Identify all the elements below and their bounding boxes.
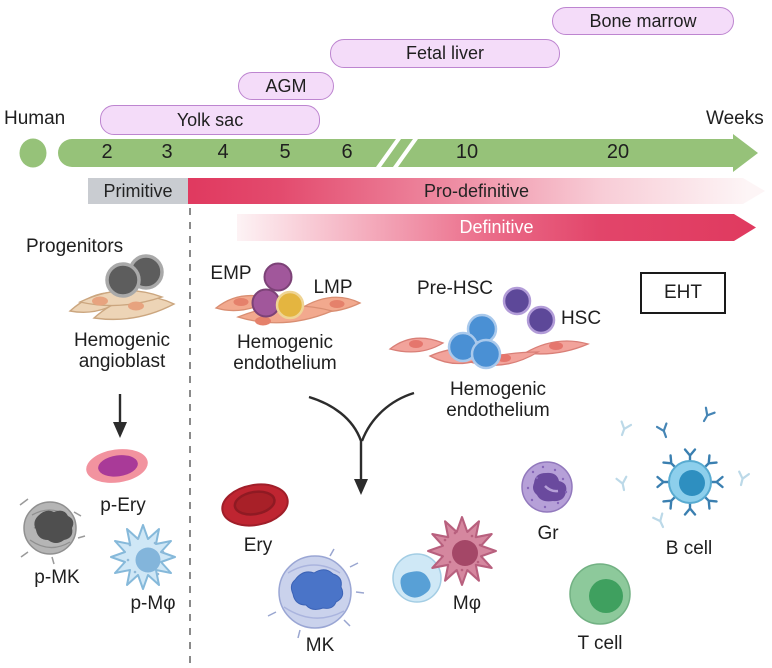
mk-label: MK: [305, 635, 335, 656]
week-tick: 20: [606, 141, 630, 163]
site-pill-agm: AGM: [238, 72, 334, 100]
lmp-cell: [275, 290, 305, 320]
emp-cell: [251, 288, 281, 318]
site-pill-label: Fetal liver: [405, 43, 485, 63]
hsc-label: HSC: [560, 308, 602, 329]
hemogenic-angioblast-illustration: [68, 254, 176, 321]
emp-cell: [263, 262, 293, 292]
definitive-wave-bar: Definitive: [237, 214, 756, 241]
progenitors-label: Progenitors: [26, 236, 124, 257]
pre-hsc-label: Pre-HSC: [416, 278, 494, 299]
site-pill-label: Bone marrow: [589, 10, 697, 31]
hsc-cell: [526, 305, 556, 335]
pre-hsc-cell: [470, 338, 502, 370]
t-cell-label: T cell: [577, 633, 623, 654]
hemogenic-endothelium-label-2: Hemogenic endothelium: [446, 379, 550, 421]
ery-label: Ery: [243, 535, 273, 556]
timeline-arrow: [19, 134, 758, 172]
p-mk-cell: [19, 498, 86, 565]
progenitor-cell: [105, 262, 141, 298]
weeks-label: Weeks: [706, 108, 764, 129]
week-tick: 10: [455, 141, 479, 163]
hemogenic-endothelium-label-1: Hemogenic endothelium: [233, 332, 337, 374]
mphi-cell: [392, 516, 497, 603]
eht-label: EHT: [664, 282, 702, 303]
primitive-down-arrow: [113, 394, 127, 438]
timeline-start-dot: [19, 138, 47, 168]
mk-cell: [267, 548, 365, 639]
mphi-label: Mφ: [452, 593, 482, 614]
week-tick: 2: [101, 141, 113, 163]
week-tick: 3: [161, 141, 173, 163]
b-cell: [656, 448, 724, 516]
site-pill-label: AGM: [265, 75, 307, 96]
timeline-break-stripe: [381, 139, 413, 167]
eht-box: EHT: [640, 272, 726, 314]
p-mphi-cell: [110, 524, 176, 590]
p-ery-cell: [86, 449, 148, 483]
site-pill-yolk-sac: Yolk sac: [100, 105, 320, 135]
p-mphi-label: p-Mφ: [130, 593, 176, 614]
week-tick: 6: [341, 141, 353, 163]
lmp-label: LMP: [313, 277, 353, 298]
hemogenic-endothelium-emp-lmp-illustration: [214, 262, 362, 326]
gr-cell: [521, 461, 573, 513]
hemogenic-endothelium-hsc-illustration: [388, 286, 590, 370]
ery-cell: [221, 483, 289, 527]
week-tick: 4: [217, 141, 229, 163]
p-mk-label: p-MK: [34, 567, 80, 588]
site-pill-bone-marrow: Bone marrow: [552, 7, 734, 35]
human-label: Human: [4, 108, 66, 129]
merge-arrow: [308, 391, 415, 495]
primitive-wave-label: Primitive: [103, 180, 173, 201]
emp-label: EMP: [210, 263, 252, 284]
b-cell-label: B cell: [665, 538, 713, 559]
hemogenic-angioblast-label: Hemogenic angioblast: [73, 330, 171, 372]
pro-definitive-wave-bar: Pro-definitive: [188, 178, 765, 204]
primitive-wave-bar: Primitive: [88, 178, 188, 204]
definitive-wave-label: Definitive: [459, 217, 534, 237]
t-cell: [569, 563, 631, 625]
p-ery-label: p-Ery: [100, 495, 146, 516]
week-tick: 5: [279, 141, 291, 163]
gr-label: Gr: [537, 523, 559, 544]
hsc-cell: [502, 286, 532, 316]
pro-definitive-wave-label: Pro-definitive: [423, 180, 530, 201]
site-pill-fetal-liver: Fetal liver: [330, 39, 560, 68]
site-pill-label: Yolk sac: [176, 109, 244, 130]
